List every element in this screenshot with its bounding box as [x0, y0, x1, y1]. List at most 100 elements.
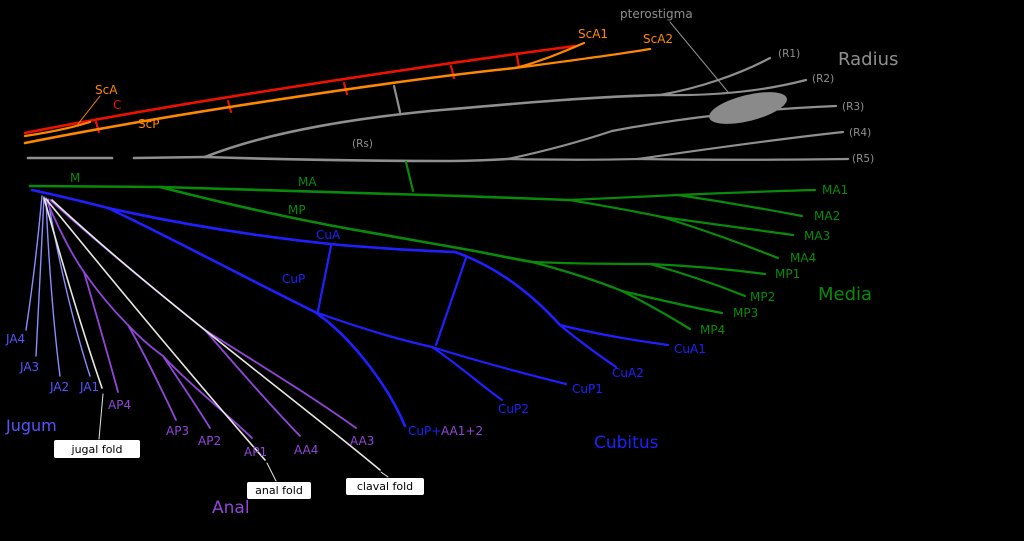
ma2-label: MA2	[814, 209, 840, 223]
r-main-vein	[203, 93, 662, 159]
sca2-vein	[513, 47, 652, 70]
cup-fused-label-purple: AA1+2	[441, 424, 483, 438]
r1-vein	[658, 56, 772, 97]
pterostigma-leader-line	[669, 21, 729, 93]
jugal-fold-label-box	[54, 440, 140, 458]
m-label: M	[70, 171, 80, 185]
cup2-label: CuP2	[498, 402, 529, 416]
cua-label: CuA	[316, 228, 341, 242]
jugal-fold-leader	[98, 393, 104, 440]
ja3-vein	[35, 196, 45, 357]
rs-lower-vein	[506, 157, 640, 161]
ja4-vein	[25, 195, 43, 331]
mp34-vein	[530, 260, 624, 293]
sc-r-crossvein	[392, 84, 402, 114]
r3-label: (R3)	[842, 101, 864, 113]
mp1-label: MP1	[775, 267, 800, 281]
radius-stem-vein	[132, 155, 207, 160]
cup-fused-vein	[313, 310, 407, 428]
ma4-label: MA4	[790, 251, 816, 265]
c-label: C	[113, 98, 121, 112]
cua2-label: CuA2	[612, 366, 644, 380]
ap4-vein	[83, 271, 119, 393]
anal-region-label: Anal	[212, 498, 250, 518]
cua-bend-vein	[453, 250, 562, 327]
mp3-vein	[620, 289, 724, 315]
jugal-fold-line	[43, 197, 103, 389]
ma-label: MA	[298, 175, 317, 189]
ja4-label: JA4	[5, 332, 25, 346]
mp4-label: MP4	[700, 323, 725, 337]
aa4-label: AA4	[294, 443, 318, 457]
ja1-label: JA1	[79, 380, 99, 394]
cup-branch-vein	[313, 310, 434, 349]
anal-fold-label-box	[247, 482, 311, 499]
labels-group: pterostigma ScA1 ScA2 (R1) Radius (R2) (…	[5, 7, 898, 518]
folds-group: jugal fold anal fold claval fold	[43, 197, 424, 499]
aa3-label: AA3	[350, 434, 374, 448]
ma12-vein	[568, 193, 680, 202]
cu-stem-vein	[30, 188, 110, 210]
cup-label: CuP	[282, 272, 305, 286]
ma4-vein	[660, 215, 780, 260]
media-region-label: Media	[818, 284, 872, 305]
claval-fold-label: claval fold	[357, 480, 413, 493]
ja1-vein	[47, 198, 91, 377]
ma1-vein	[676, 188, 817, 197]
cu-crossvein-1	[316, 244, 333, 313]
ja3-label: JA3	[19, 360, 39, 374]
claval-fold-label-box	[346, 478, 424, 495]
ma34-vein	[568, 198, 664, 219]
r2-vein	[658, 78, 808, 97]
mp3-label: MP3	[733, 306, 758, 320]
ap2-label: AP2	[198, 434, 221, 448]
jugal-fold-label: jugal fold	[71, 443, 123, 456]
ma2-vein	[676, 193, 804, 218]
r-m-crossvein	[404, 160, 415, 193]
scp-vein	[23, 66, 517, 145]
rs-label: (Rs)	[352, 138, 373, 150]
anal-fold-line	[45, 198, 266, 461]
costa-vein	[23, 44, 577, 135]
anal-fold-label: anal fold	[255, 484, 303, 497]
sca-leader-line	[77, 95, 101, 125]
sca1-label: ScA1	[578, 27, 608, 41]
media-group	[28, 160, 817, 331]
jugum-group	[25, 195, 91, 377]
ma3-label: MA3	[804, 229, 830, 243]
subcosta-group	[23, 41, 652, 145]
cup1-vein	[430, 345, 568, 386]
ap-branch2-vein	[127, 324, 164, 357]
mp4-vein	[620, 289, 692, 331]
radius-group	[26, 21, 850, 163]
r5-label: (R5)	[852, 153, 874, 165]
m-stem-vein	[28, 184, 162, 189]
ap2-vein	[162, 355, 211, 429]
sca-label: ScA	[95, 83, 118, 97]
claval-fold-leader	[380, 471, 389, 478]
ap-stem-vein	[45, 198, 85, 273]
ma-vein	[158, 185, 572, 202]
cu-crossvein-2	[434, 256, 468, 347]
cubitus-region-label: Cubitus	[594, 433, 659, 453]
scp-label: ScP	[138, 117, 159, 131]
r4-label: (R4)	[849, 127, 871, 139]
anal-group	[45, 198, 357, 439]
rs-upper-vein	[506, 129, 614, 161]
mp-label: MP	[288, 203, 306, 217]
cubitus-group	[30, 188, 670, 428]
cup1-label: CuP1	[572, 382, 603, 396]
mp2-vein	[648, 262, 747, 298]
aa3-vein	[204, 329, 357, 429]
sca2-label: ScA2	[643, 32, 673, 46]
cua1-label: CuA1	[674, 342, 706, 356]
rs-stem-vein	[203, 155, 510, 163]
mp12-vein	[530, 260, 652, 266]
mp-vein	[158, 185, 534, 264]
ap3-label: AP3	[166, 424, 189, 438]
mp1-vein	[648, 262, 767, 276]
cua2-vein	[558, 323, 618, 369]
r5-vein	[636, 157, 850, 161]
ap4-label: AP4	[108, 398, 131, 412]
